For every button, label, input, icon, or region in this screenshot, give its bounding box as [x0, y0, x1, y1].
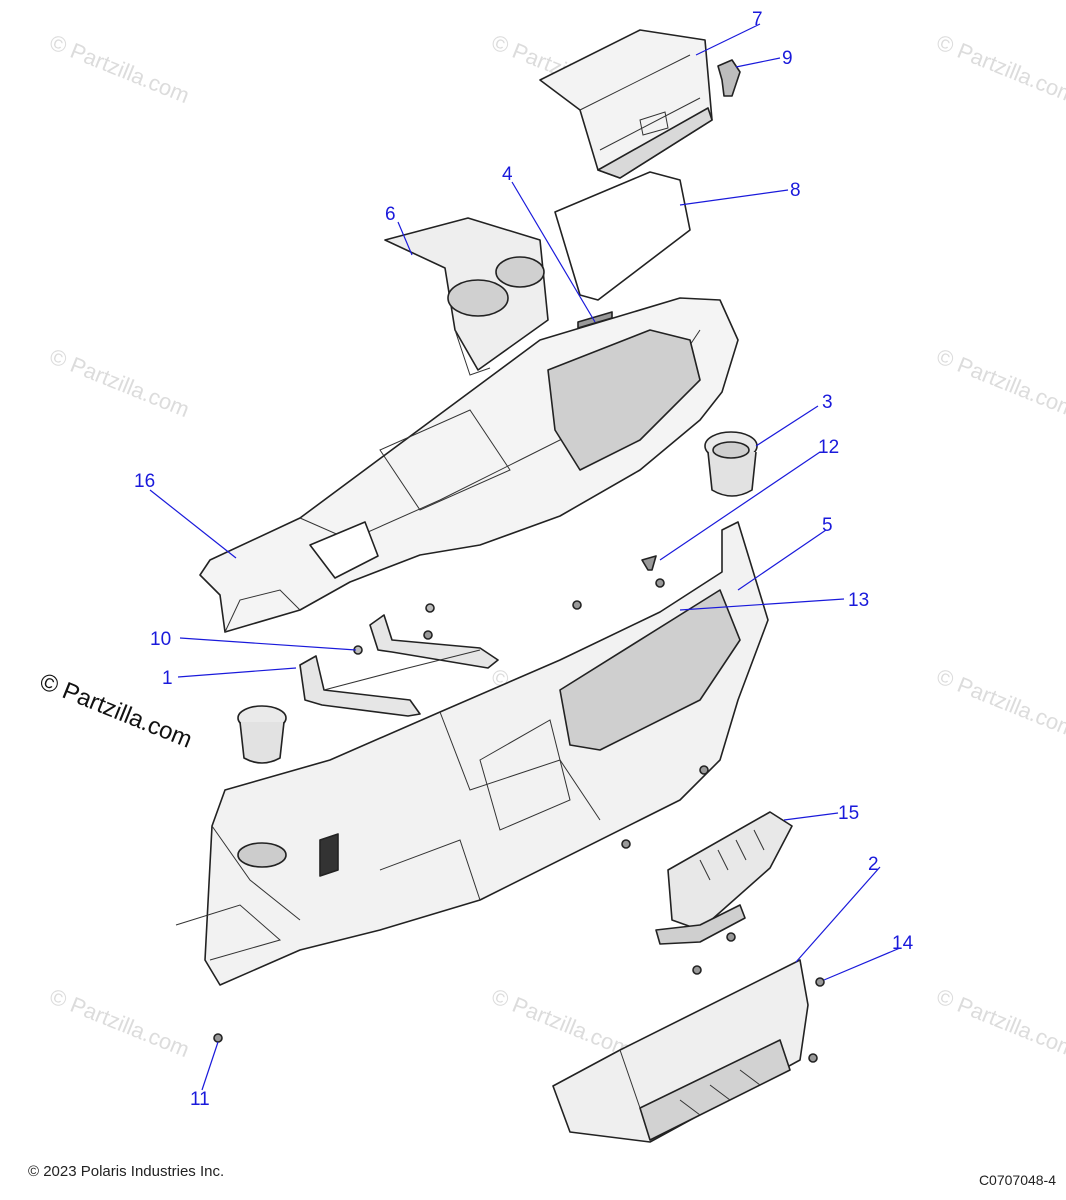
- watermark-10: © Partzilla.com: [933, 983, 1066, 1062]
- leader-lines: [149, 23, 901, 1091]
- watermark-5: © Partzilla.com: [933, 343, 1066, 422]
- callout-15[interactable]: 15: [838, 803, 859, 824]
- callout-8[interactable]: 8: [790, 180, 801, 201]
- callout-6[interactable]: 6: [385, 204, 396, 225]
- part-5-lower-dash[interactable]: [175, 521, 769, 986]
- part-left-cupholder[interactable]: [237, 705, 287, 764]
- callout-13[interactable]: 13: [848, 590, 869, 611]
- callout-11[interactable]: 11: [190, 1089, 210, 1110]
- part-2-lower-glovebox[interactable]: [552, 959, 809, 1143]
- callout-16[interactable]: 16: [134, 471, 155, 492]
- watermark-7: © Partzilla.com: [933, 663, 1066, 742]
- part-3-cupholder[interactable]: [704, 431, 758, 497]
- part-16-upper-dash[interactable]: [199, 297, 739, 633]
- callout-4[interactable]: 4: [502, 164, 513, 185]
- callout-2[interactable]: 2: [868, 854, 879, 875]
- watermarks: © Partzilla.com © Partzilla.com © Partzi…: [46, 29, 1066, 1062]
- part-6-cupholder-insert[interactable]: [384, 217, 549, 376]
- callout-10[interactable]: 10: [150, 629, 171, 650]
- part-12-screw[interactable]: [641, 555, 657, 571]
- watermark-8: © Partzilla.com: [46, 983, 193, 1062]
- callout-14[interactable]: 14: [892, 933, 914, 954]
- watermark-3: © Partzilla.com: [933, 29, 1066, 108]
- callout-12[interactable]: 12: [818, 437, 839, 458]
- part-1-bracket[interactable]: [299, 649, 481, 717]
- part-15-switch-panel[interactable]: [655, 811, 793, 945]
- diagram-id: C0707048-4: [978, 1172, 1056, 1188]
- part-8-seal[interactable]: [554, 171, 691, 301]
- callout-numbers: 7 9 8 4 6 3 12 16 5 13 10 1 15 2 14 11: [134, 9, 914, 1110]
- watermark-4: © Partzilla.com: [46, 343, 193, 422]
- callout-3[interactable]: 3: [822, 392, 833, 413]
- part-10-bracket[interactable]: [353, 603, 499, 669]
- callout-5[interactable]: 5: [822, 515, 833, 536]
- part-9-latch[interactable]: [717, 59, 741, 97]
- part-7-glovebox-lid[interactable]: [539, 29, 713, 179]
- callout-1[interactable]: 1: [162, 668, 173, 689]
- watermark-9: © Partzilla.com: [488, 983, 635, 1062]
- callout-9[interactable]: 9: [782, 48, 793, 69]
- watermark-1: © Partzilla.com: [46, 29, 193, 108]
- copyright-text: © 2023 Polaris Industries Inc.: [28, 1163, 225, 1180]
- callout-7[interactable]: 7: [752, 9, 763, 30]
